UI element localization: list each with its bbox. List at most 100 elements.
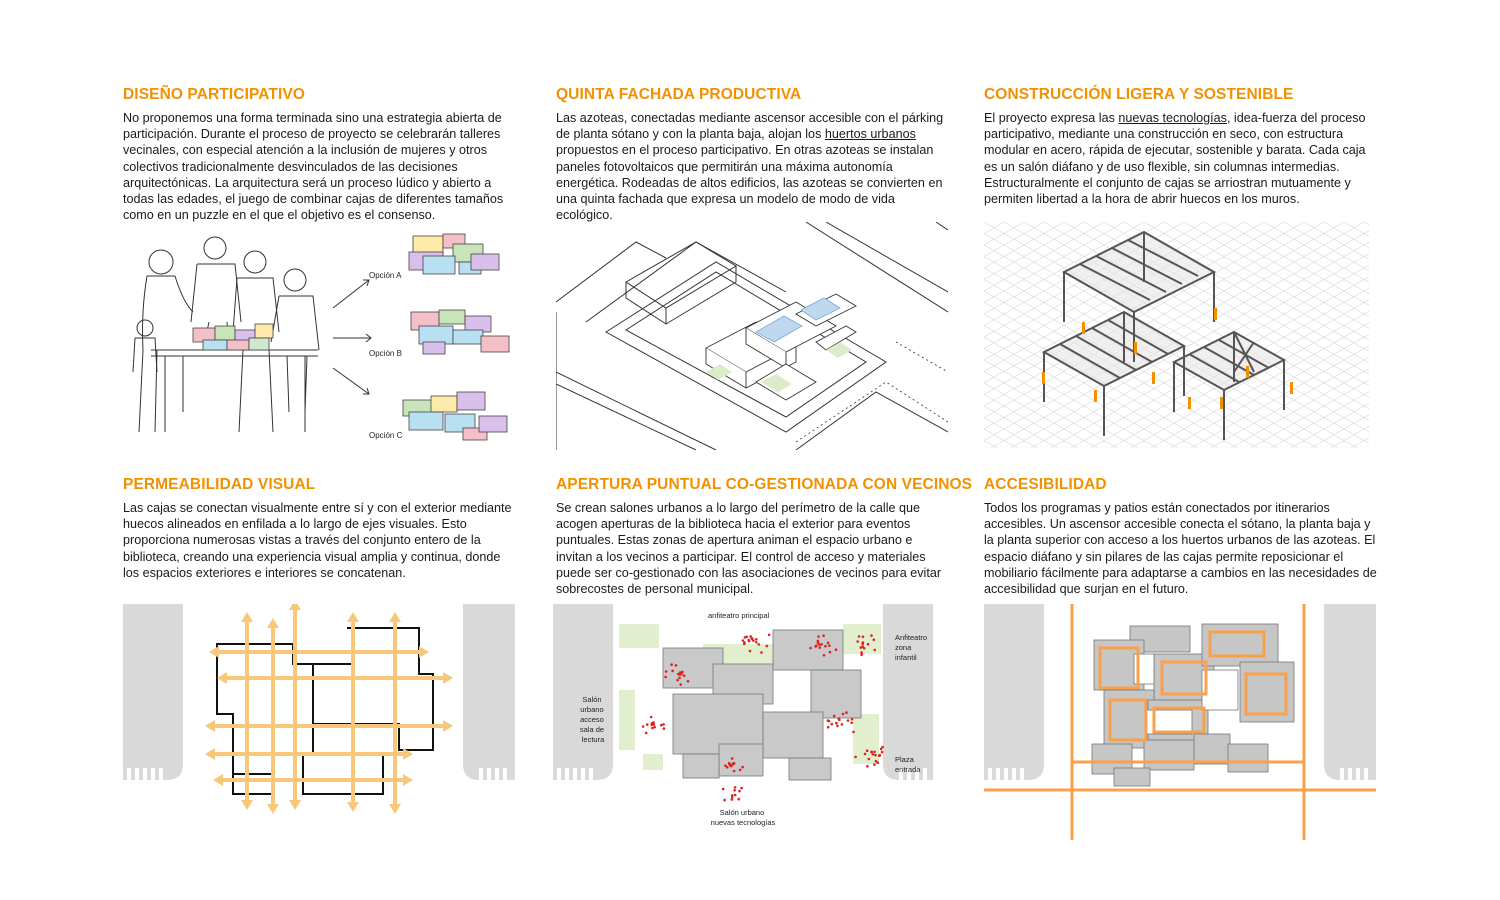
person-dot — [828, 650, 832, 654]
person-dot — [730, 798, 734, 801]
panel-title: QUINTA FACHADA PRODUCTIVA — [556, 86, 802, 103]
person-dot — [732, 769, 736, 773]
person-dot — [867, 757, 871, 761]
person-dot — [671, 669, 674, 673]
person-dot — [840, 723, 844, 726]
people-dots — [641, 633, 884, 802]
panel-text: Las azoteas, conectadas mediante ascenso… — [556, 111, 944, 223]
person-dot — [815, 644, 818, 647]
person-dot — [645, 723, 649, 726]
person-dot — [653, 725, 656, 729]
person-dot — [835, 721, 838, 725]
person-dot — [650, 723, 653, 726]
person-dot — [862, 647, 866, 650]
person-dot — [820, 643, 823, 646]
person-dot — [832, 714, 836, 718]
person-dot — [846, 719, 850, 722]
person-dot — [824, 644, 827, 648]
person-dot — [863, 752, 867, 756]
person-dot — [861, 642, 864, 646]
person-dot — [866, 642, 870, 646]
person-dot — [854, 755, 857, 759]
person-dot — [880, 750, 884, 754]
person-dot — [652, 723, 656, 726]
person-dot — [682, 674, 686, 678]
person-dot — [838, 718, 841, 722]
person-dot — [749, 635, 752, 638]
person-dot — [721, 787, 725, 791]
person-dot — [822, 634, 825, 637]
option-b-blocks — [410, 309, 510, 355]
panel-title: ACCESIBILIDAD — [984, 476, 1107, 493]
label-plaza-entrada: Plaza entrada — [895, 755, 921, 774]
person-dot — [660, 723, 663, 727]
person-dot — [733, 786, 737, 789]
person-dot — [752, 639, 755, 642]
person-dot — [856, 640, 859, 643]
person-dot — [747, 639, 751, 643]
person-dot — [641, 725, 645, 728]
person-dot — [818, 643, 821, 646]
panel-title: CONSTRUCCIÓN LIGERA Y SOSTENIBLE — [984, 86, 1294, 103]
person-dot — [826, 719, 830, 722]
person-dot — [738, 768, 742, 772]
person-dot — [852, 730, 855, 734]
person-dot — [730, 757, 734, 760]
panel-title: DISEÑO PARTICIPATIVO — [123, 86, 305, 103]
human-figures — [1042, 308, 1293, 409]
person-dot — [644, 731, 648, 735]
option-c-blocks — [402, 391, 508, 441]
panel-text: El proyecto expresa las nuevas tecnologí… — [984, 111, 1366, 207]
person-dot — [765, 644, 769, 648]
person-dot — [873, 648, 876, 652]
huertos-urbanos-link: huertos urbanos — [824, 127, 916, 142]
person-dot — [822, 654, 826, 657]
person-dot — [676, 678, 679, 682]
person-dot — [874, 753, 877, 757]
person-dot — [738, 789, 741, 793]
person-dot — [860, 653, 863, 656]
panel-quinta-fachada: QUINTA FACHADA PRODUCTIVA Las azoteas, c… — [556, 86, 951, 223]
person-dot — [725, 766, 729, 769]
option-c-label: Opción C — [369, 431, 403, 440]
person-dot — [861, 635, 865, 639]
person-dot — [881, 745, 884, 749]
participation-illustration: Opción A Opción B Opción C — [132, 233, 510, 441]
person-dot — [676, 672, 680, 676]
person-dot — [879, 747, 883, 751]
label-salon-tecnologias: Salón urbano nuevas tecnologías — [711, 808, 776, 827]
person-dot — [741, 639, 745, 642]
panel-title: PERMEABILIDAD VISUAL — [123, 476, 316, 493]
steel-structure-axonometric — [984, 222, 1369, 448]
person-dot — [865, 749, 869, 752]
person-dot — [649, 715, 653, 719]
panel-permeabilidad-visual: PERMEABILIDAD VISUAL Las cajas se conect… — [123, 476, 518, 581]
person-dot — [651, 726, 654, 730]
person-dot — [830, 722, 834, 726]
person-dot — [679, 671, 682, 674]
person-dot — [841, 712, 845, 716]
person-dot — [662, 727, 666, 730]
option-b-label: Opción B — [369, 349, 402, 358]
panel-accesibilidad: ACCESIBILIDAD Todos los programas y pati… — [984, 476, 1379, 597]
person-dot — [874, 759, 878, 763]
person-dot — [724, 764, 727, 767]
person-dot — [723, 798, 726, 802]
person-dot — [686, 679, 690, 683]
person-dot — [826, 725, 830, 729]
person-dot — [859, 646, 863, 649]
person-dot — [674, 664, 678, 667]
person-dot — [872, 638, 876, 641]
person-dot — [817, 635, 820, 638]
person-dot — [870, 750, 873, 754]
panel-diseno-participativo: DISEÑO PARTICIPATIVO No proponemos una f… — [123, 86, 518, 223]
person-dot — [729, 764, 733, 768]
person-dot — [876, 761, 880, 764]
person-dot — [834, 648, 838, 651]
label-anfiteatro-infantil: Anfiteatro zona infantil — [895, 633, 929, 662]
person-dot — [826, 641, 830, 645]
person-dot — [866, 765, 869, 768]
person-dot — [845, 711, 848, 714]
person-dot — [741, 765, 744, 769]
person-dot — [818, 646, 821, 649]
